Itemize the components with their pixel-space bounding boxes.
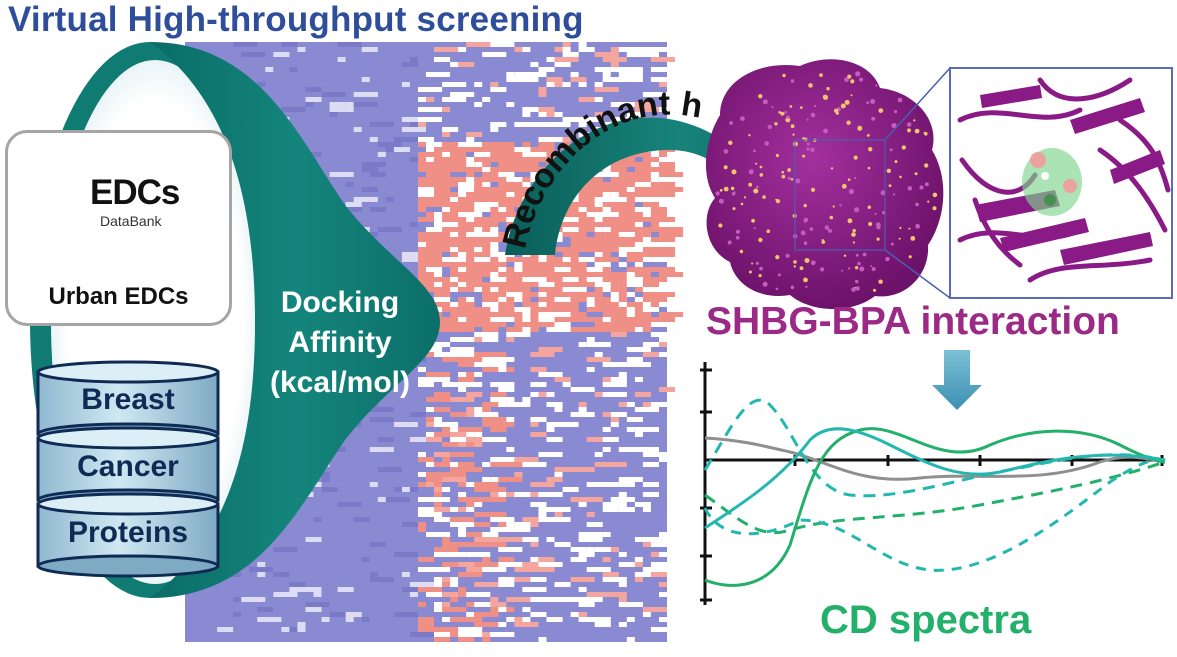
protein-texture	[715, 71, 938, 292]
cd-spectra-plot	[700, 362, 1166, 605]
database-disk-proteins	[36, 492, 220, 578]
cd-curve	[704, 460, 1166, 535]
spectra-label: CD spectra	[820, 598, 1032, 642]
database-stack	[36, 360, 220, 578]
cd-curve	[704, 427, 1166, 530]
page-title: Virtual High-throughput screening	[8, 0, 584, 39]
edc-logo-subtext: DataBank	[100, 213, 162, 229]
zoom-line	[884, 67, 951, 141]
cd-curve	[703, 398, 1166, 498]
edc-logo-text: EDCs	[90, 173, 180, 212]
y-ticks	[700, 368, 712, 602]
zoom-line	[884, 249, 951, 299]
cd-curve	[704, 436, 1166, 481]
database-label-breast: Breast	[81, 383, 175, 416]
edc-card-label: Urban EDCs	[48, 283, 189, 310]
binding-site-box	[794, 139, 886, 251]
interaction-label: SHBG-BPA interaction	[706, 300, 1120, 343]
cd-curve	[703, 458, 1166, 572]
cd-curve	[704, 427, 1166, 587]
protein-surface	[705, 59, 944, 310]
heatmap-cells	[185, 42, 684, 642]
edc-databank-card: EDCs DataBank Urban EDCs	[5, 130, 232, 326]
funnel-label-line2: Affinity	[288, 326, 392, 359]
database-label-proteins: Proteins	[67, 516, 189, 549]
docking-funnel	[150, 42, 440, 598]
cd-curves	[703, 398, 1166, 587]
ribbon-inset	[949, 67, 1173, 299]
down-arrow-icon	[932, 350, 982, 410]
funnel-label-line1: Docking	[280, 286, 400, 319]
funnel-label-line3: (kcal/mol)	[269, 366, 411, 399]
database-label-cancer: Cancer	[77, 450, 179, 483]
